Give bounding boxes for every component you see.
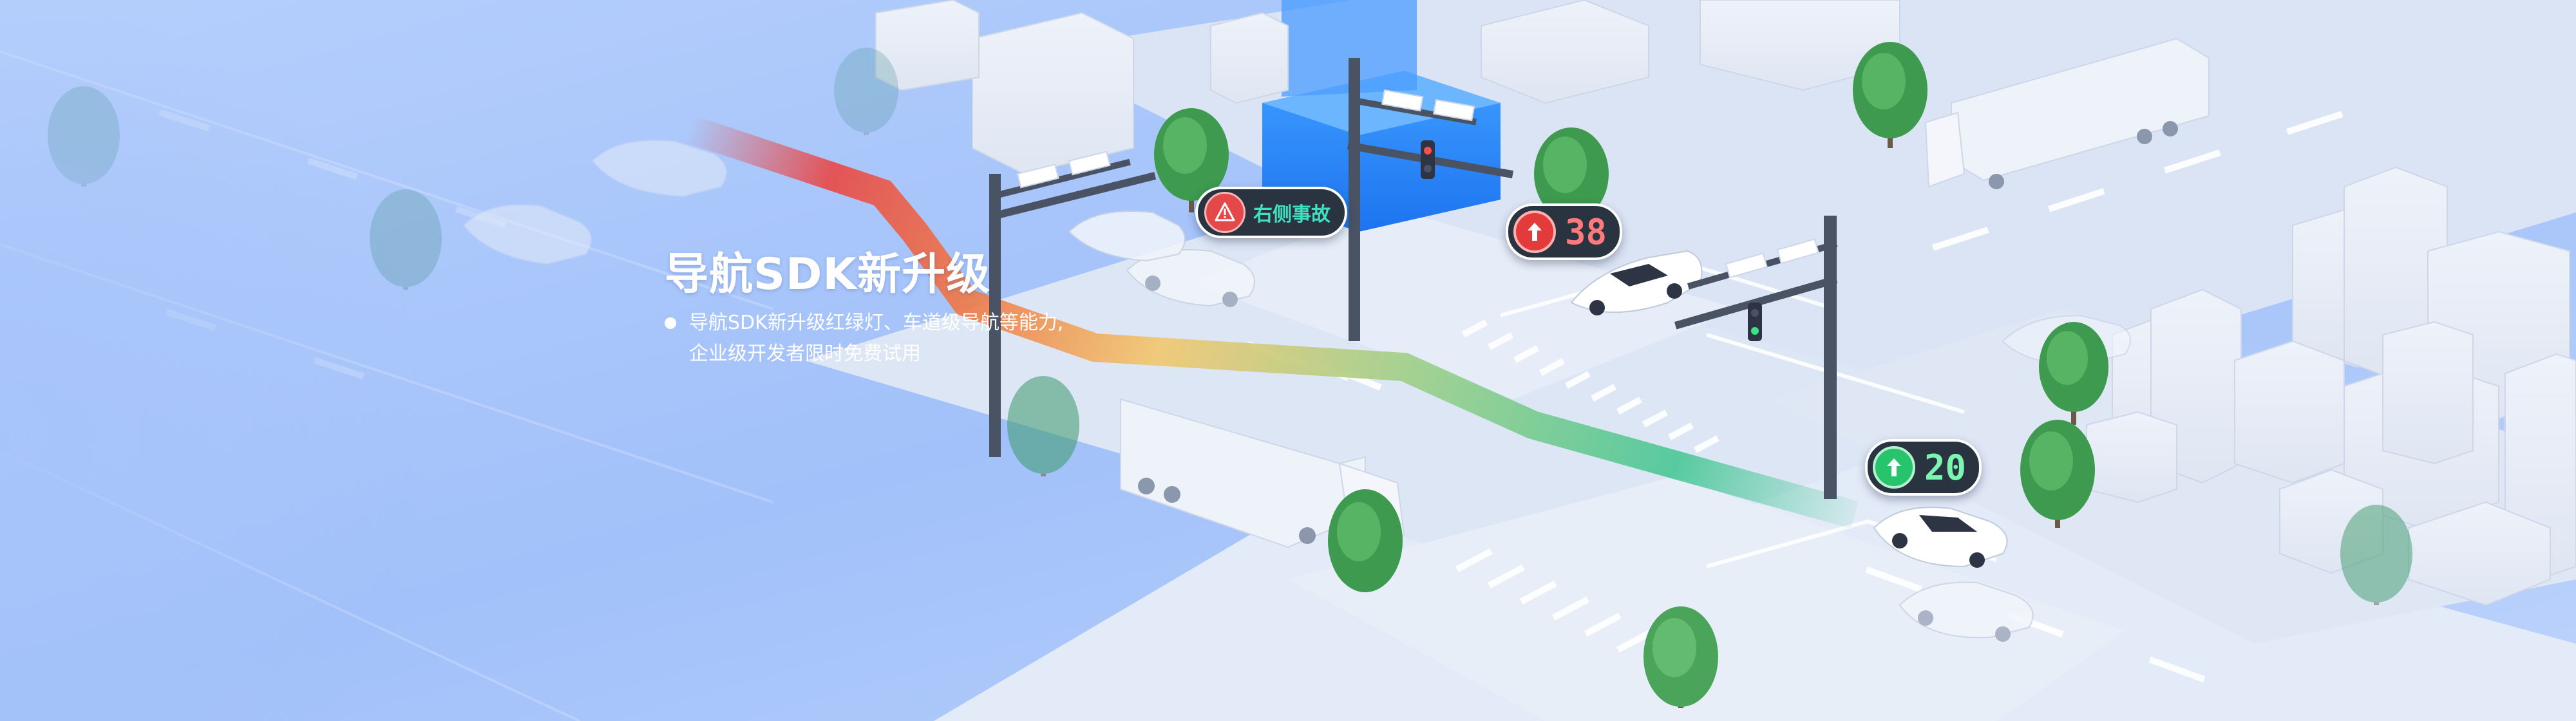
bullet-text: 导航SDK新升级红绿灯、车道级导航等能力, — [689, 312, 1064, 334]
feature-bullets: 导航SDK新升级红绿灯、车道级导航等能力, 企业级开发者限时免费试用 — [665, 308, 1193, 370]
accident-callout: 右侧事故 — [1195, 187, 1347, 238]
warning-car-icon — [1204, 192, 1245, 233]
arrow-up-icon — [1513, 211, 1556, 253]
bullet-item: 导航SDK新升级红绿灯、车道级导航等能力, — [665, 308, 1193, 339]
bullet-dot-icon — [665, 317, 676, 329]
red-light-countdown: 38 — [1506, 203, 1623, 260]
bullet-item-continued: 企业级开发者限时免费试用 — [665, 339, 1193, 370]
truck-top-right — [1924, 37, 2210, 189]
arrow-up-icon — [1873, 446, 1915, 489]
bullet-text: 企业级开发者限时免费试用 — [689, 342, 921, 365]
accident-label: 右侧事故 — [1253, 203, 1331, 226]
green-light-countdown: 20 — [1865, 439, 1982, 496]
countdown-value: 38 — [1565, 211, 1607, 252]
page-title: 导航SDK新升级 — [665, 249, 991, 300]
countdown-value: 20 — [1924, 447, 1967, 488]
